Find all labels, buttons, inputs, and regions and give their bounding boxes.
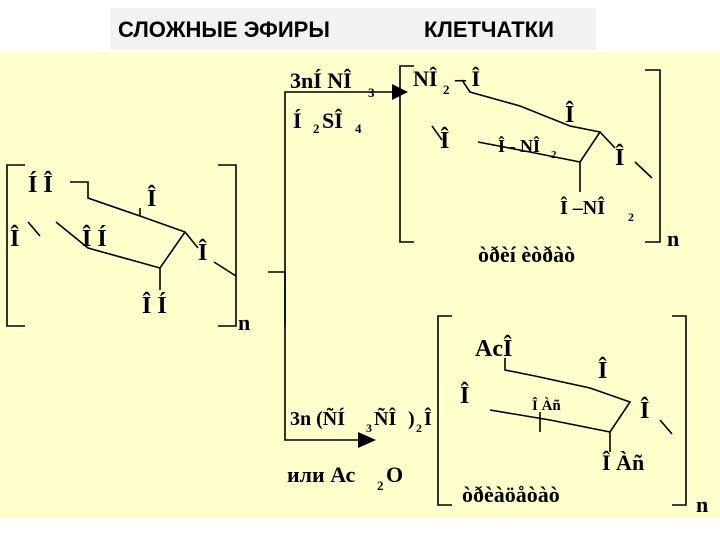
svg-text:2: 2 (443, 82, 450, 97)
triacetate-right-oxygen: Î (640, 397, 649, 424)
triacetate-ring (489, 358, 632, 433)
svg-text:– Î: – Î (454, 66, 480, 91)
svg-text:Î: Î (424, 406, 432, 430)
cellulose-ring (55, 181, 187, 269)
triacetate-left-oxygen: Î (460, 382, 469, 409)
trinitrate-ono2-mid: Î - NÎ (498, 135, 540, 156)
triacetate-ring-oxygen: Î (598, 357, 607, 384)
triacetate-n: n (696, 492, 708, 517)
title-part-1: СЛОЖНЫЕ ЭФИРЫ (118, 17, 330, 42)
cellulose-left-oxygen: Î (10, 225, 19, 252)
svg-text:2: 2 (377, 478, 384, 493)
triacetate-oac-bottom: Î Àñ (602, 450, 644, 475)
arrow-to-triacetate (284, 272, 360, 441)
cellulose-n: n (238, 310, 250, 335)
reagent-sulfuric-acid: Í (293, 108, 302, 133)
svg-text:): ) (408, 408, 415, 430)
cellulose-oh-bottom: Î Í (142, 292, 167, 319)
svg-text:2: 2 (628, 210, 634, 224)
bond-lines (6, 65, 687, 506)
triacetate-name: òðèàöåòàò (462, 482, 560, 507)
cellulose-ring-oxygen: Î (147, 185, 156, 212)
triacetate-left-bracket (437, 315, 452, 506)
triacetate-aco-top: AcÎ (475, 335, 512, 362)
trinitrate-right-bracket (645, 69, 661, 243)
trinitrate-right-oxygen: Î (615, 144, 624, 171)
trinitrate-left-oxygen: Î (440, 127, 449, 154)
title-part-2: КЛЕТЧАТКИ (424, 17, 554, 42)
title-box (110, 8, 596, 50)
svg-text:2: 2 (416, 421, 422, 435)
arrow-to-trinitrate (284, 91, 392, 326)
arrow-heads (358, 84, 408, 448)
trinitrate-no2-top: NÎ (413, 66, 437, 91)
triacetate-right-bracket (672, 315, 687, 506)
reagent-ac2o: или Ас (287, 462, 356, 487)
trinitrate-ono2-bottom: Î –NÎ (560, 195, 605, 219)
svg-text:SÎ: SÎ (322, 108, 343, 133)
trinitrate-ring-oxygen: Î (565, 101, 574, 128)
trinitrate-n: n (667, 226, 679, 251)
cellulose-oh-left: Î Í (82, 225, 107, 252)
trinitrate-left-bracket (399, 65, 414, 243)
triacetate-oac-mid: Î Àñ (532, 397, 561, 414)
svg-text:2: 2 (551, 149, 557, 161)
cellulose-right-oxygen: Î (198, 239, 207, 266)
svg-text:2: 2 (313, 121, 320, 136)
reagent-acetic-anhydride: 3n (ÑÍ (290, 407, 345, 430)
cellulose-left-bracket (6, 164, 25, 327)
cellulose-ch2oh-label: Í Î (28, 171, 53, 198)
reagent-nitric-acid: 3nÍ NÎ (290, 68, 352, 93)
svg-text:О: О (386, 462, 403, 487)
trinitrate-name: òðèí èòðàò (478, 242, 575, 267)
cellulose-right-bracket (218, 164, 237, 327)
svg-text:3: 3 (366, 421, 372, 435)
svg-text:3: 3 (368, 85, 375, 100)
svg-text:ÑÎ: ÑÎ (374, 406, 396, 430)
trinitrate-ring (461, 79, 602, 163)
svg-text:4: 4 (355, 121, 362, 136)
